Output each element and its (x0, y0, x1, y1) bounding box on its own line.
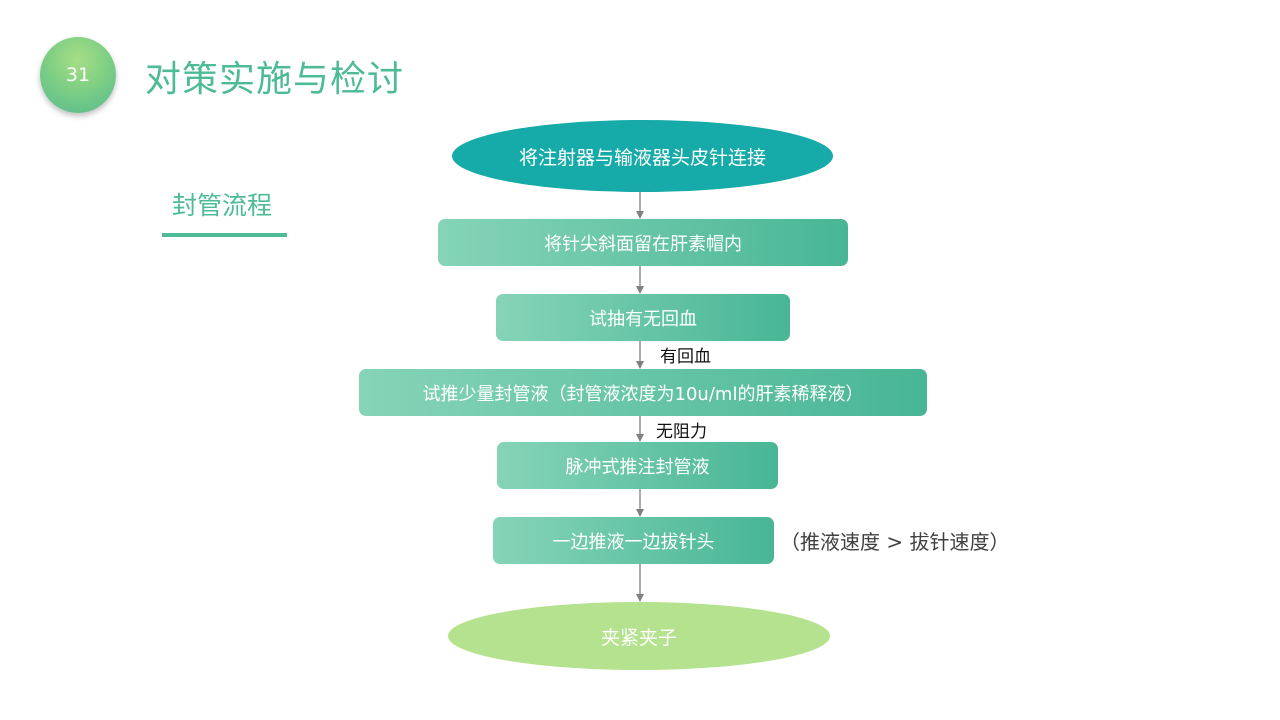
flow-end-label: 夹紧夹子 (600, 626, 677, 649)
flow-step-2: 试抽有无回血 (496, 294, 790, 341)
flow-step-1: 将针尖斜面留在肝素帽内 (438, 219, 848, 266)
flow-step-3: 试推少量封管液（封管液浓度为10u/ml的肝素稀释液） (359, 369, 927, 416)
flow-step-3-label: 试推少量封管液（封管液浓度为10u/ml的肝素稀释液） (422, 383, 864, 405)
slide-number-badge: 31 (40, 37, 116, 113)
section-label: 封管流程 (172, 191, 273, 220)
flow-step-1-label: 将针尖斜面留在肝素帽内 (544, 233, 742, 255)
slide-number: 31 (65, 64, 91, 86)
flow-start-label: 将注射器与输液器头皮针连接 (518, 146, 766, 169)
flow-step-5: 一边推液一边拔针头 (493, 517, 774, 564)
flow-step-4: 脉冲式推注封管液 (497, 442, 778, 489)
edge-label-no-resistance: 无阻力 (656, 422, 707, 442)
flow-step-4-label: 脉冲式推注封管液 (565, 456, 710, 478)
edge-label-has-blood: 有回血 (660, 347, 711, 367)
section-underline (162, 233, 287, 237)
flow-end-node: 夹紧夹子 (448, 602, 830, 670)
page-title: 对策实施与检讨 (145, 59, 405, 100)
flow-start-node: 将注射器与输液器头皮针连接 (452, 120, 833, 192)
flow-step-2-label: 试抽有无回血 (589, 308, 697, 330)
flow-step-5-label: 一边推液一边拔针头 (552, 531, 715, 553)
speed-note: （推液速度 > 拔针速度） (780, 530, 1010, 554)
